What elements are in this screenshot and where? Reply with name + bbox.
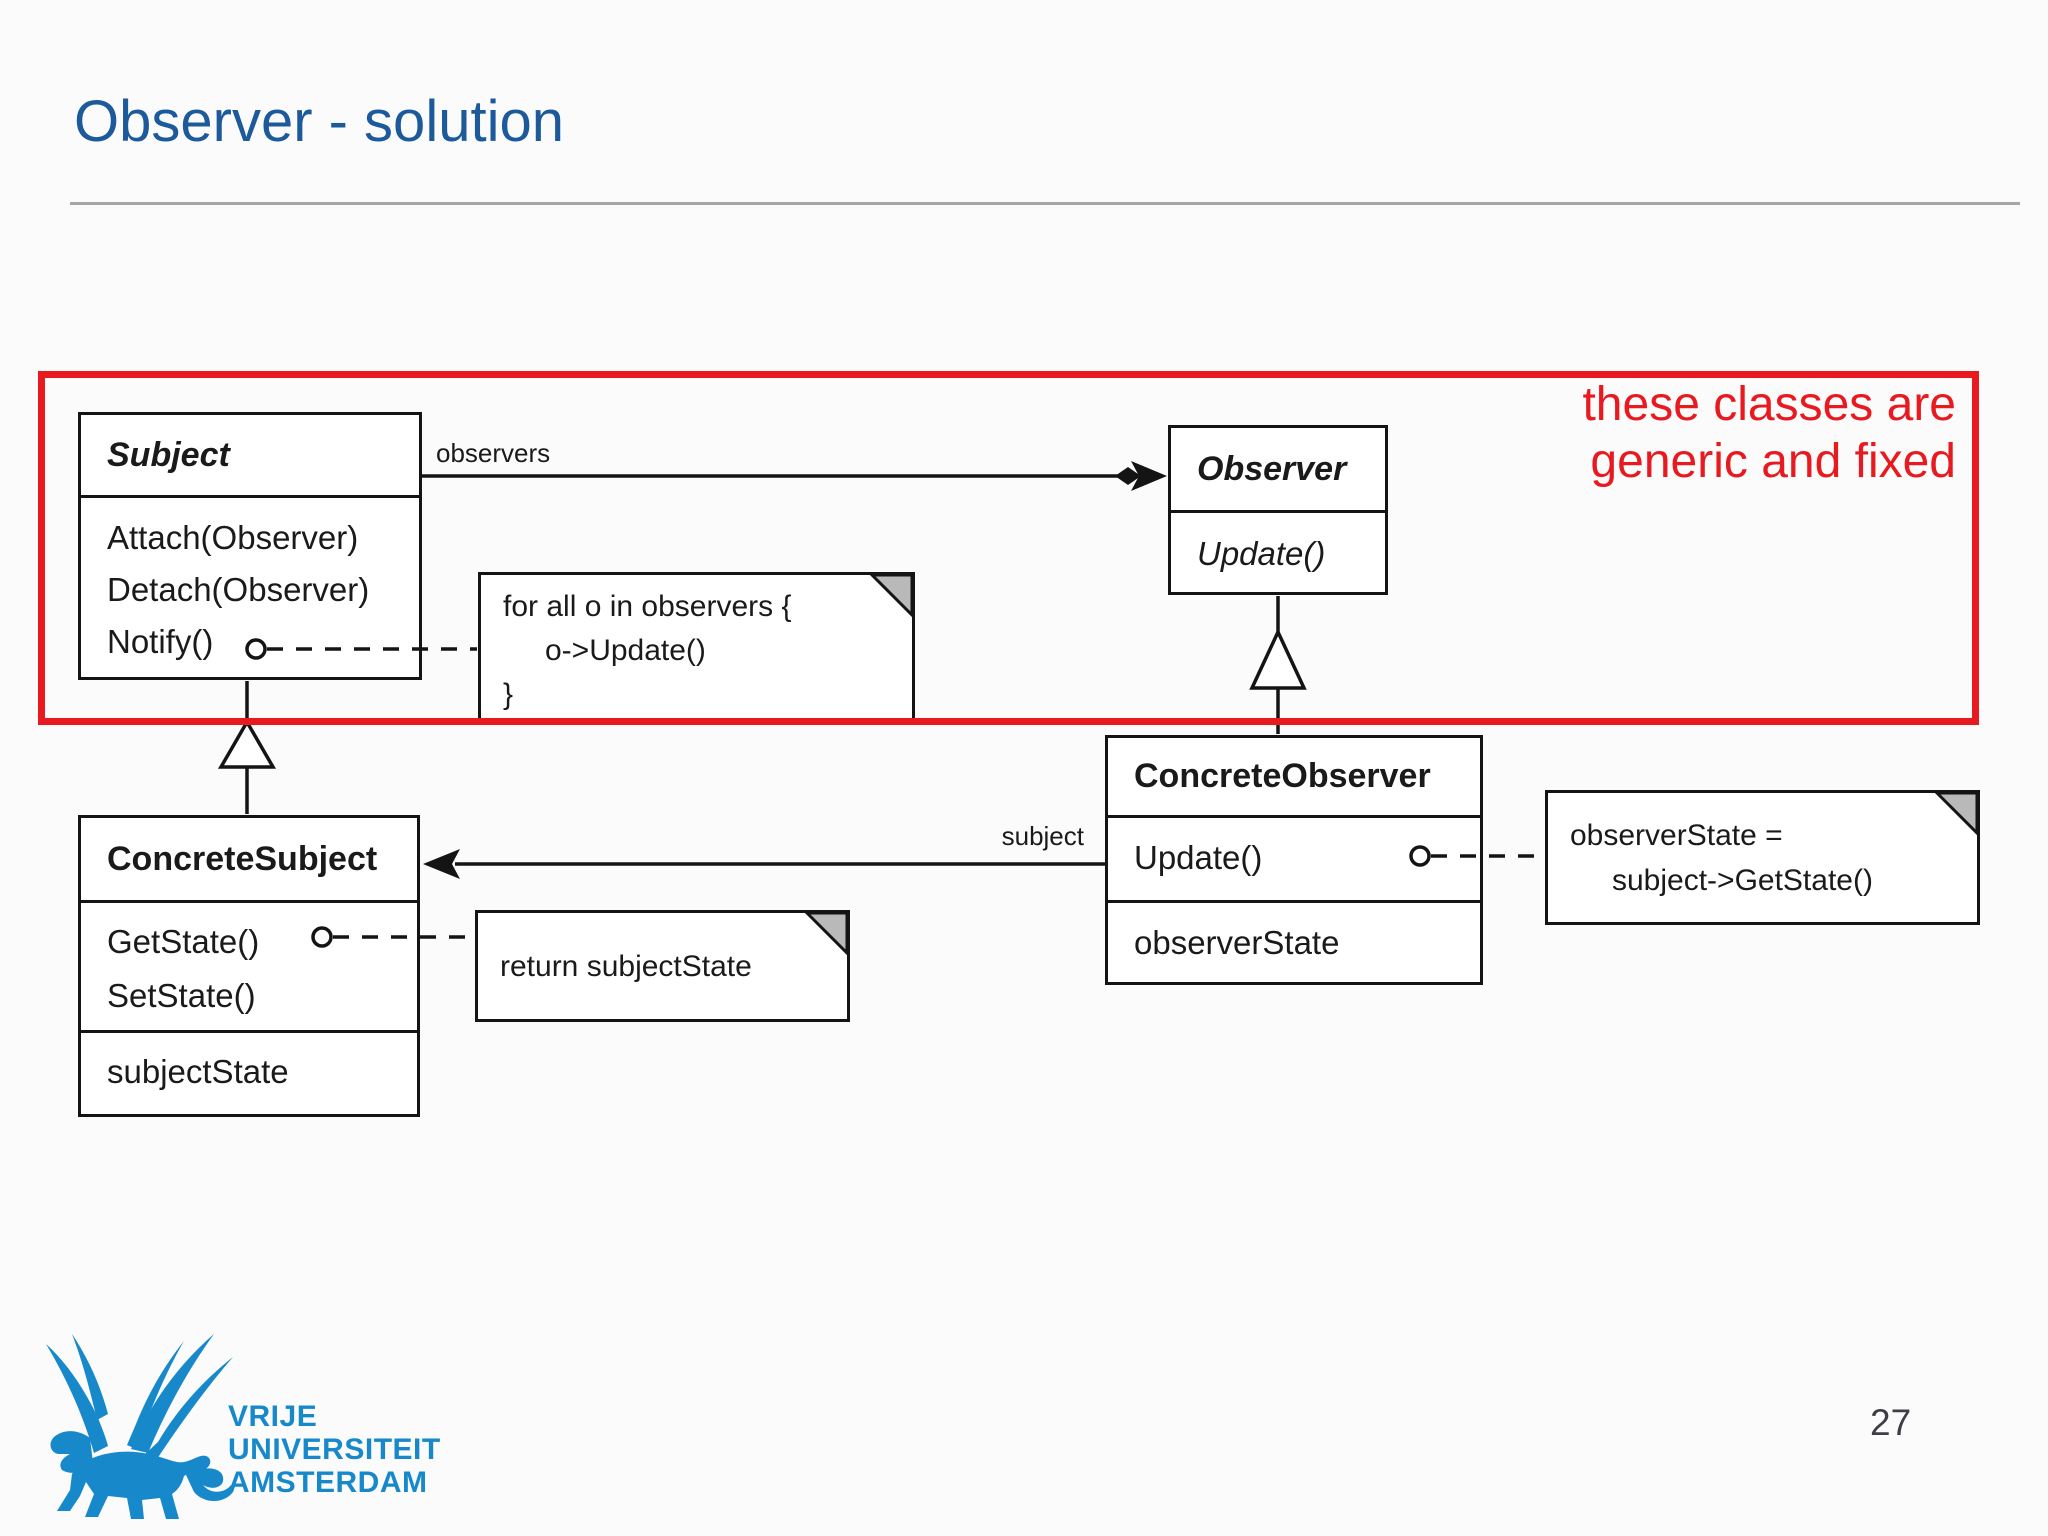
note-fold-icon	[1934, 791, 1979, 836]
vu-logo-text: VRIJE UNIVERSITEIT AMSTERDAM	[228, 1400, 441, 1499]
uml-note-update: observerState = subject->GetState()	[1545, 790, 1980, 925]
class-attribute: observerState	[1134, 924, 1340, 961]
filled-arrowhead-icon	[423, 849, 460, 879]
note-fold-icon	[869, 573, 914, 618]
uml-note-notify: for all o in observers { o->Update() }	[478, 572, 915, 723]
note-fold-icon	[804, 911, 849, 956]
class-name: ConcreteSubject	[107, 839, 378, 878]
class-method: SetState()	[107, 977, 256, 1014]
class-name: Observer	[1197, 449, 1347, 488]
vu-logo-line: UNIVERSITEIT	[228, 1433, 441, 1466]
uml-class-observer: Observer Update()	[1168, 425, 1388, 595]
uml-note-getstate: return subjectState	[475, 910, 850, 1022]
uml-class-concrete-subject: ConcreteSubject GetState() SetState() su…	[78, 815, 420, 1117]
note-text: observerState =	[1570, 819, 1783, 852]
annotation-line: generic and fixed	[1590, 435, 1956, 488]
uml-class-subject: Subject Attach(Observer) Detach(Observer…	[78, 412, 422, 680]
association-label-subject: subject	[1001, 821, 1084, 851]
title-divider	[70, 202, 2020, 205]
class-method: Detach(Observer)	[107, 571, 370, 608]
class-method: Update()	[1197, 535, 1326, 572]
class-attribute: subjectState	[107, 1053, 289, 1090]
page-number: 27	[1870, 1402, 1912, 1443]
class-method: Attach(Observer)	[107, 519, 359, 556]
note-text: }	[503, 678, 514, 711]
vu-griffin-icon	[46, 1334, 233, 1519]
note-text: return subjectState	[500, 950, 752, 983]
class-method: Update()	[1134, 839, 1263, 876]
annotation-text: these classes are generic and fixed	[1582, 376, 1956, 490]
association-label-observers: observers	[436, 438, 551, 468]
filled-diamond-icon	[1115, 467, 1141, 485]
class-name: Subject	[107, 435, 230, 474]
note-text: subject->GetState()	[1612, 864, 1873, 897]
note-text: for all o in observers {	[503, 590, 792, 623]
page-title: Observer - solution	[74, 89, 564, 154]
class-method: GetState()	[107, 923, 260, 960]
class-name: ConcreteObserver	[1134, 757, 1431, 795]
inheritance-triangle-icon	[217, 718, 277, 769]
vu-logo-line: AMSTERDAM	[228, 1466, 428, 1499]
uml-class-concrete-observer: ConcreteObserver Update() observerState	[1105, 735, 1483, 985]
class-method: Notify()	[107, 623, 214, 660]
note-text: o->Update()	[545, 634, 706, 667]
filled-arrowhead-icon	[1131, 461, 1167, 491]
vu-logo-line: VRIJE	[228, 1400, 318, 1433]
inheritance-triangle-icon	[1249, 627, 1307, 690]
annotation-line: these classes are	[1582, 378, 1956, 431]
